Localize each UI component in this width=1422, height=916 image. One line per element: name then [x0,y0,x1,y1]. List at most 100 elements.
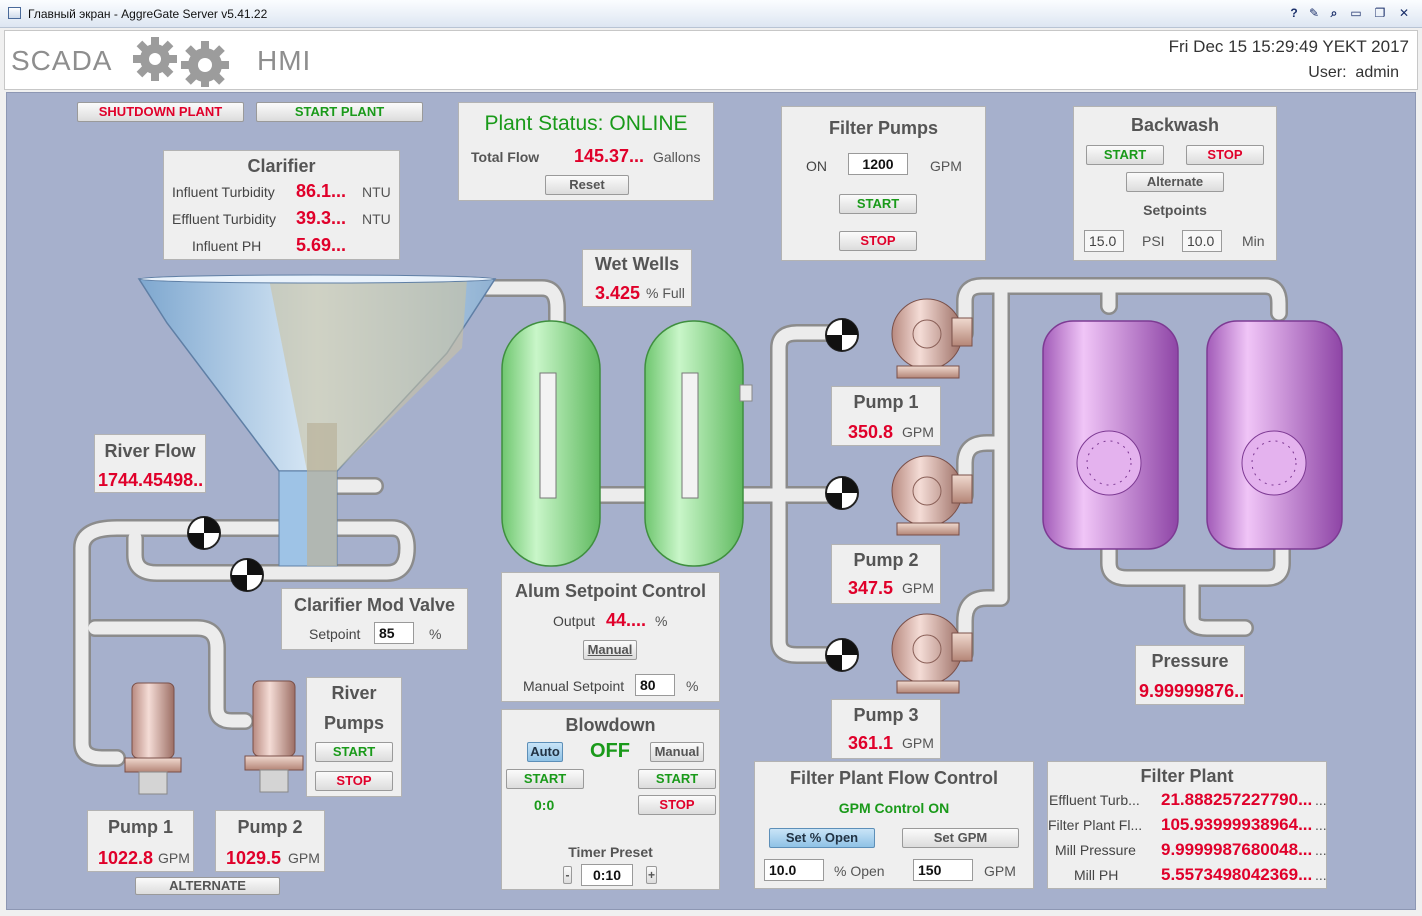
river-pump-motors [124,680,304,795]
filter-pumps-start-button[interactable]: START [839,194,917,214]
filter-pump1-unit: GPM [902,424,934,440]
total-flow-value: 145.37... [574,146,645,166]
timer-minus-button[interactable]: - [563,866,572,884]
river-pump1-unit: GPM [158,850,190,866]
blowdown-state: OFF [590,740,630,762]
effluent-turbidity-unit: NTU [362,211,391,227]
mill-pressure-value: 9.9999987680048... [1161,840,1313,859]
app-icon [8,7,21,19]
influent-ph-value: 5.69... [296,235,347,255]
filter-pumps-title: Filter Pumps [828,118,939,138]
gpm-unit: GPM [984,863,1016,879]
filter-pump3-unit: GPM [902,735,934,751]
filter-pump1-title: Pump 1 [853,392,919,412]
shutdown-plant-button[interactable]: SHUTDOWN PLANT [77,102,244,122]
zoom-icon[interactable]: ⌕ [1330,6,1338,20]
blowdown-panel: Blowdown Auto OFF Manual START START 0:0… [501,709,720,890]
plant-status-panel: Plant Status: ONLINE Total Flow 145.37..… [458,102,714,201]
maximize-icon[interactable]: ▭ [1350,6,1362,20]
filter-pump2-title: Pump 2 [853,550,919,570]
river-pump1-value: 1022.8 [98,848,154,868]
blowdown-start-left-button[interactable]: START [506,769,584,789]
river-pump2-panel: Pump 2 1029.5 GPM [215,810,325,872]
effluent-turbidity-value: 39.3... [296,208,347,228]
alum-manual-button[interactable]: Manual [583,640,637,660]
river-pump1-title: Pump 1 [107,817,173,837]
filter-pump3-title: Pump 3 [853,705,919,725]
reset-button[interactable]: Reset [545,175,629,195]
valve-setpoint-label: Setpoint [309,626,361,642]
flow-control-title: Filter Plant Flow Control [790,768,998,788]
wet-wells-title: Wet Wells [594,254,680,274]
manual-setpoint-input[interactable] [635,674,675,696]
gears-logo-icon [133,37,229,87]
filter-pumps-unit: GPM [930,158,962,174]
filter-pumps-stop-button[interactable]: STOP [839,231,917,251]
user-info: User: admin [1308,64,1399,82]
river-pumps-panel: River Pumps START STOP [306,677,402,797]
alum-output-value: 44.... [606,610,647,630]
set-gpm-button[interactable]: Set GPM [902,828,1019,848]
restore-icon[interactable]: ❐ [1374,6,1386,20]
alum-title: Alum Setpoint Control [515,581,706,601]
blowdown-auto-button[interactable]: Auto [527,742,563,762]
backwash-stop-button[interactable]: STOP [1186,145,1264,165]
backwash-min-unit: Min [1242,233,1265,249]
river-flow-title: River Flow [104,441,196,461]
filter-pump1-panel: Pump 1 350.8 GPM [831,386,941,446]
effluent-turbidity-label: Effluent Turbidity [172,211,277,227]
logo-scada: SCADA [11,45,113,76]
wet-wells-unit: % Full [646,285,685,301]
river-pumps-alternate-button[interactable]: ALTERNATE [135,877,280,895]
close-icon[interactable]: ✕ [1398,6,1410,20]
valve-setpoint-input[interactable] [374,622,414,644]
alum-panel: Alum Setpoint Control Output 44.... % Ma… [501,572,720,702]
wet-well-tanks [501,320,753,567]
blowdown-title: Blowdown [565,715,656,735]
river-pumps-start-button[interactable]: START [315,742,393,762]
plant-status-title: Plant Status: ONLINE [484,112,688,135]
backwash-min-input[interactable] [1182,230,1222,252]
blowdown-start-right-button[interactable]: START [638,769,716,789]
logo-hmi: HMI [257,45,312,76]
pressure-title: Pressure [1151,651,1229,671]
manual-setpoint-label: Manual Setpoint [523,678,625,694]
blowdown-stop-button[interactable]: STOP [638,795,716,815]
set-open-button[interactable]: Set % Open [769,828,875,848]
pressure-value: 9.99999876.. [1139,681,1245,701]
process-diagram [73,274,1343,795]
percent-open-input[interactable] [764,859,824,881]
river-pumps-stop-button[interactable]: STOP [315,771,393,791]
backwash-alternate-button[interactable]: Alternate [1126,172,1224,192]
river-pumps-title-2: Pumps [323,713,384,733]
blowdown-manual-button[interactable]: Manual [650,742,704,762]
filter-pumps-gpm-input[interactable] [848,153,908,175]
alum-output-label: Output [553,613,596,629]
river-pump2-unit: GPM [288,850,320,866]
timer-preset-input[interactable] [581,864,633,886]
river-pump2-value: 1029.5 [226,848,282,868]
backwash-psi-input[interactable] [1084,230,1124,252]
filter-pump2-unit: GPM [902,580,934,596]
flow-control-status: GPM Control ON [838,800,950,816]
filter-pumps-on-label: ON [806,158,827,174]
clarifier-valve-panel: Clarifier Mod Valve Setpoint % [281,588,468,650]
edit-icon[interactable]: ✎ [1308,6,1320,20]
mill-pressure-more: ... [1315,842,1327,858]
wet-wells-value: 3.425 [595,283,641,303]
river-flow-panel: River Flow 1744.45498.. [94,434,206,493]
influent-turbidity-label: Influent Turbidity [172,184,275,200]
backwash-start-button[interactable]: START [1086,145,1164,165]
backwash-panel: Backwash START STOP Alternate Setpoints … [1073,106,1277,261]
filter-pump-motors [891,298,973,694]
help-icon[interactable]: ? [1290,6,1298,20]
datetime: Fri Dec 15 15:29:49 YEKT 2017 [1168,37,1409,56]
gpm-input[interactable] [913,859,973,881]
manual-setpoint-unit: % [686,678,699,694]
start-plant-button[interactable]: START PLANT [256,102,423,122]
title-bar: Главный экран - AggreGate Server v5.41.2… [0,0,1422,28]
river-pump1-panel: Pump 1 1022.8 GPM [87,810,194,872]
filter-plant-flow-value: 105.93999938964... [1161,815,1313,834]
timer-plus-button[interactable]: + [646,866,657,884]
percent-open-unit: % Open [834,863,885,879]
